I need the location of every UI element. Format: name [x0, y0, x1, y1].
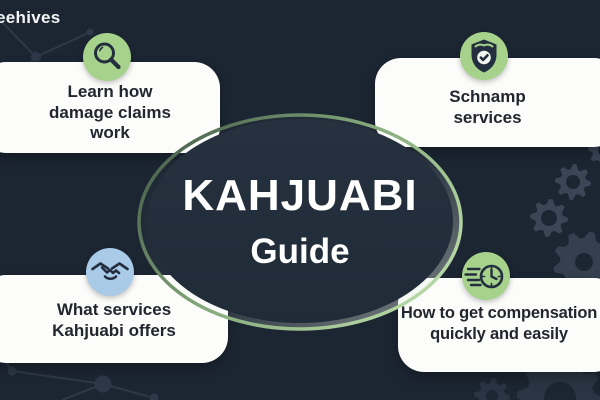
brand-logo: eehives: [0, 8, 61, 27]
handshake-icon: [86, 248, 134, 296]
magnifier-search-icon: [83, 33, 131, 81]
card-text-line: quickly and easily: [430, 324, 568, 343]
card-text-line: What services: [56, 300, 172, 319]
card-text-line: Learn how: [67, 82, 153, 101]
card-text-line: Schnamp: [449, 87, 526, 106]
speed-clock-icon: [462, 252, 510, 300]
card-text-line: services: [453, 107, 522, 127]
card-text-line: damage claims: [49, 102, 171, 122]
card-text-line: Kahjuabi offers: [52, 320, 176, 340]
card-text-line: How to get compensation: [400, 304, 598, 322]
shield-check-icon: [460, 32, 508, 80]
main-title: KAHJUABI: [182, 171, 418, 220]
card-text-line: work: [90, 123, 130, 142]
